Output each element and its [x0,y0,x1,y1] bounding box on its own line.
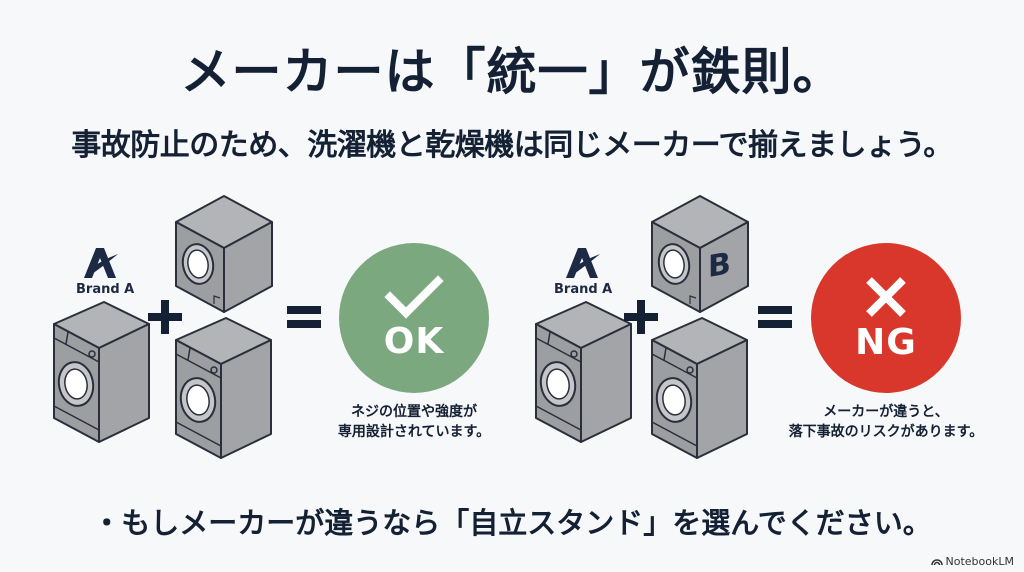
brand-b-logo-icon: B [708,246,731,285]
ok-example-machines [53,195,321,459]
brand-a-label: Brand A [554,282,613,297]
brand-a-logo-icon [84,248,118,278]
ok-badge: OK [339,243,489,393]
washer-icon [535,301,632,443]
watermark: NotebookLM [930,555,1014,568]
bottom-note: ・もしメーカーが違うなら「自立スタンド」を選んでください。 [92,506,932,540]
plus-icon [148,300,182,334]
svg-text:B: B [708,246,731,285]
dryer-icon [175,195,273,313]
ok-caption-line: ネジの位置や強度が [351,404,477,420]
ng-example-machines: B [535,195,792,459]
ng-caption-line: メーカーが違うと、 [823,404,949,420]
ng-caption-line: 落下事故のリスクがあります。 [788,424,984,440]
page-title: メーカーは「統一」が鉄則。 [180,43,844,101]
cross-icon [866,276,906,317]
notebooklm-logo-icon [930,559,943,566]
checkmark-icon [384,274,444,319]
ng-label: NG [855,321,917,363]
equals-icon [287,306,321,328]
plus-icon [624,300,658,334]
washer-icon [175,317,272,459]
equals-icon [758,306,792,328]
watermark-text: NotebookLM [945,555,1014,568]
washer-icon [651,317,748,459]
dryer-icon [651,195,749,313]
brand-a-logo-icon [566,248,600,278]
ok-caption: ネジの位置や強度が 専用設計されています。 [304,402,524,442]
ng-badge: NG [811,243,961,393]
page-subtitle: 事故防止のため、洗濯機と乾燥機は同じメーカーで揃えましょう。 [71,128,953,163]
washer-icon [53,301,150,443]
brand-a-label: Brand A [76,282,135,297]
ok-label: OK [383,320,445,362]
ok-caption-line: 専用設計されています。 [337,424,491,440]
ng-caption: メーカーが違うと、 落下事故のリスクがあります。 [776,402,996,442]
